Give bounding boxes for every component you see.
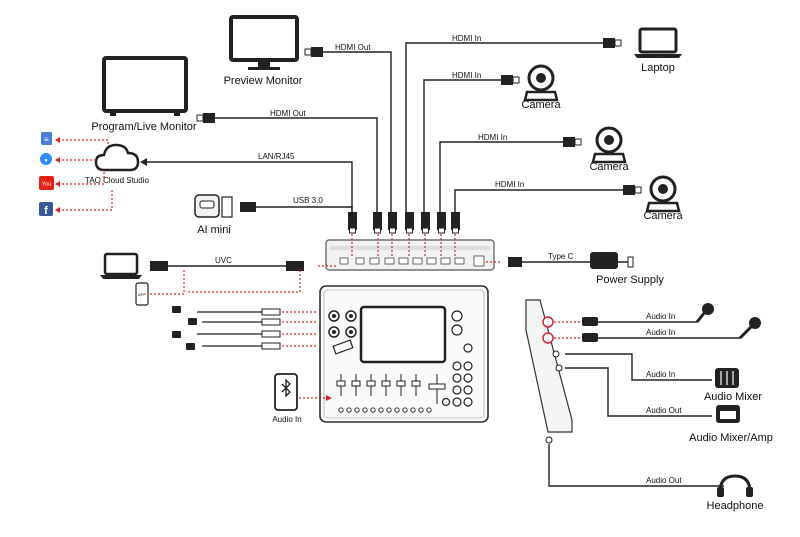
uvc-laptop-icon xyxy=(100,252,142,279)
label-audio-in-mic2: Audio In xyxy=(646,328,675,337)
youtube-icon: You xyxy=(39,176,54,190)
camera-3-label: Camera xyxy=(643,210,683,222)
camera-2-label: Camera xyxy=(589,161,629,173)
cloud-social-arrows xyxy=(55,137,60,213)
preview-monitor: Preview Monitor xyxy=(224,15,303,87)
audio-amp-icon: Audio Mixer/Amp xyxy=(689,405,773,444)
power-supply-icon: Power Supply xyxy=(590,252,664,286)
cloud-icon: TAO Cloud Studio xyxy=(85,143,149,185)
sdi-cables xyxy=(197,311,262,347)
label-hdmi-in-cam3: HDMI In xyxy=(495,180,524,189)
phone-app-icon: APP xyxy=(135,282,149,306)
headphone-label: Headphone xyxy=(707,500,764,512)
hdmi-connectors xyxy=(348,212,460,230)
label-type-c: Type C xyxy=(548,252,574,261)
label-hdmi-in-laptop: HDMI In xyxy=(452,34,481,43)
audio-cables xyxy=(548,321,740,487)
docs-glyph: ≡ xyxy=(44,135,49,144)
preview-monitor-label: Preview Monitor xyxy=(224,75,303,87)
label-hdmi-out-program: HDMI Out xyxy=(270,109,306,118)
switcher-side-view xyxy=(525,299,573,444)
microphone-1-icon xyxy=(695,303,714,323)
cloud-social-links xyxy=(58,139,113,211)
youtube-glyph: You xyxy=(42,182,51,188)
cloud-label: TAO Cloud Studio xyxy=(85,176,149,185)
mini-camera-icons xyxy=(172,306,197,350)
sdi-dashed-links xyxy=(282,311,318,347)
program-monitor: Program/Live Monitor xyxy=(91,56,197,133)
zoom-icon: ● xyxy=(40,153,52,165)
camera-3-icon: Camera xyxy=(643,175,683,222)
audio-mixer-label: Audio Mixer xyxy=(704,391,762,403)
microphone-2-icon xyxy=(738,317,761,340)
laptop-icon: Laptop xyxy=(634,27,682,74)
label-audio-in-mixer: Audio In xyxy=(646,370,675,379)
switcher-rear-panel xyxy=(325,239,495,271)
phone-app-text: APP xyxy=(138,292,146,297)
label-hdmi-in-cam1: HDMI In xyxy=(452,71,481,80)
label-usb3: USB 3.0 xyxy=(293,196,323,205)
rear-dashed-links xyxy=(318,234,502,267)
label-audio-out-headphone: Audio Out xyxy=(646,476,682,485)
phone-dashed-link xyxy=(150,270,301,295)
audio-mixer-icon: Audio Mixer xyxy=(704,368,762,403)
headphone-icon: Headphone xyxy=(707,474,764,512)
label-audio-out-amp: Audio Out xyxy=(646,406,682,415)
label-hdmi-out-preview: HDMI Out xyxy=(335,43,371,52)
cable-lines xyxy=(144,42,633,267)
bluetooth-phone-icon: Audio In xyxy=(272,373,302,424)
facebook-glyph: f xyxy=(44,205,48,217)
label-hdmi-in-cam2: HDMI In xyxy=(478,133,507,142)
power-supply-label: Power Supply xyxy=(596,274,664,286)
bt-audio-in-label: Audio In xyxy=(272,415,301,424)
audio-amp-label: Audio Mixer/Amp xyxy=(689,432,773,444)
camera-1-label: Camera xyxy=(521,99,561,111)
ai-mini-label: AI mini xyxy=(197,224,231,236)
camera-1-icon: Camera xyxy=(521,64,561,111)
plug-heads xyxy=(150,38,635,271)
label-uvc: UVC xyxy=(215,256,232,265)
program-monitor-label: Program/Live Monitor xyxy=(91,121,196,133)
label-lan: LAN/RJ45 xyxy=(258,152,295,161)
camera-2-icon: Camera xyxy=(589,126,629,173)
label-audio-in-mic1: Audio In xyxy=(646,312,675,321)
google-docs-icon: ≡ xyxy=(41,132,52,145)
laptop-label: Laptop xyxy=(641,62,675,74)
facebook-icon: f xyxy=(39,202,53,217)
switcher-front-panel xyxy=(319,285,489,423)
ai-mini-device: AI mini xyxy=(194,194,233,236)
zoom-glyph: ● xyxy=(44,158,48,164)
